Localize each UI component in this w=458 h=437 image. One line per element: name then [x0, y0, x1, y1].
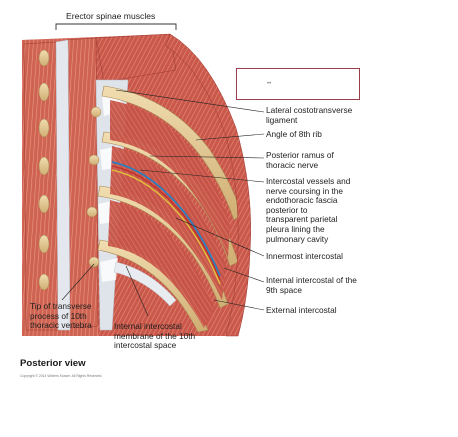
leader-lateral-costotransverse [115, 89, 265, 113]
label-angle-8th-rib: Angle of 8th rib [266, 129, 322, 139]
label-innermost-intercostal: Innermost intercostal [266, 251, 344, 261]
leader-internal-intercostal [223, 267, 265, 283]
highlight-box-text: •• [267, 81, 272, 87]
label-posterior-ramus: Posterior ramus of thoracic nerve [266, 150, 334, 170]
label-internal-intercostal-9th: Internal intercostal of the 9th space [266, 275, 357, 295]
leader-tip-transverse [61, 263, 95, 301]
transverse-processes [86, 106, 102, 268]
intercostal-muscles [108, 100, 230, 328]
label-erector-spinae: Erector spinae muscles [66, 11, 156, 21]
erector-spinae-bracket [55, 23, 177, 30]
leader-innermost-intercostal [175, 217, 265, 257]
label-internal-intercostal-membrane: Internal intercostal membrane of the 10t… [114, 321, 196, 351]
intercostal-vessels-nerve [111, 161, 221, 285]
internal-membrane [113, 261, 177, 307]
leader-external-intercostal [213, 299, 265, 311]
leader-angle-8th-rib [195, 133, 265, 141]
leader-intercostal-vessels [139, 169, 265, 183]
leader-posterior-ramus [149, 155, 265, 159]
highlight-box: •• [236, 68, 360, 100]
erector-spinae-muscles [23, 33, 177, 331]
vertebral-spinous-processes [38, 49, 50, 291]
copyright-text: Copyright © 2014 Wolters Kluwer. All Rig… [20, 374, 103, 378]
label-tip-transverse: Tip of transverse process of 10th thorac… [30, 301, 92, 331]
leader-internal-membrane [125, 265, 149, 317]
label-external-intercostal: External intercostal [266, 305, 337, 315]
label-intercostal-vessels: Intercostal vessels and nerve coursing i… [266, 176, 351, 244]
label-lateral-costotransverse: Lateral costotransverse ligament [266, 105, 353, 125]
leader-lines [61, 89, 265, 317]
view-label: Posterior view [20, 358, 86, 369]
